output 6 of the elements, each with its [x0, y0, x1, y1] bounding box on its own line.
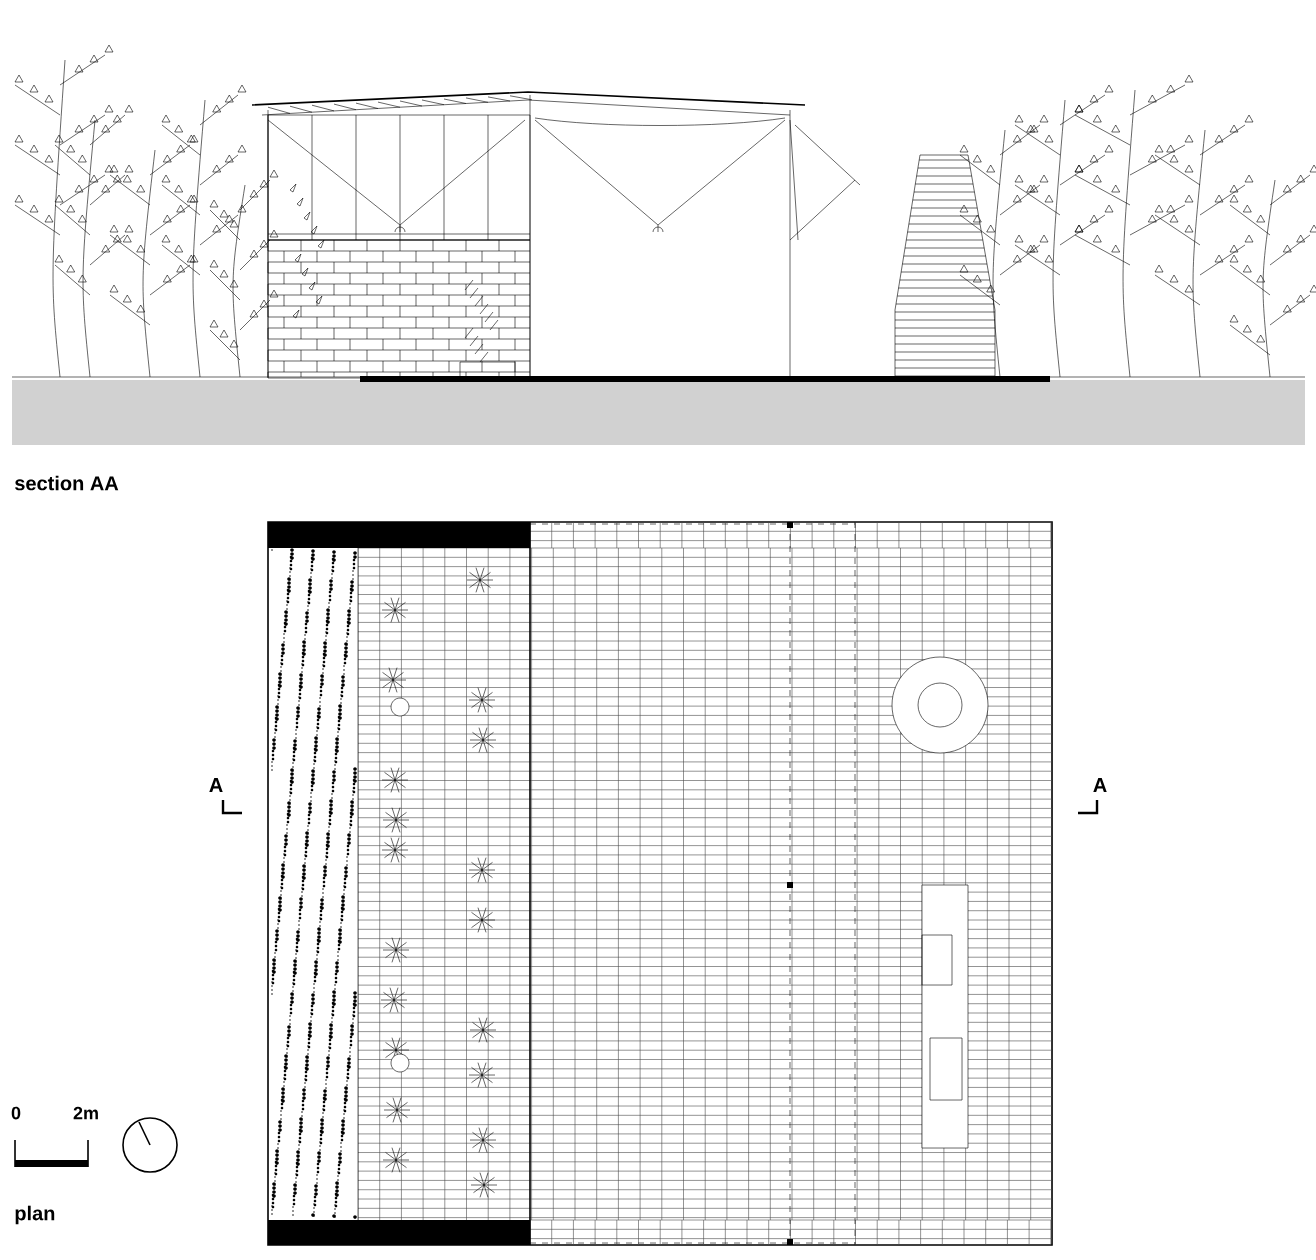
plan-label: plan	[15, 1205, 55, 1225]
scale-number: 2m	[73, 1106, 98, 1120]
section-label: section AA	[15, 475, 119, 491]
scale-number: 0	[11, 1106, 21, 1120]
section-letter: A	[209, 778, 223, 792]
section-letter: A	[1093, 778, 1107, 792]
